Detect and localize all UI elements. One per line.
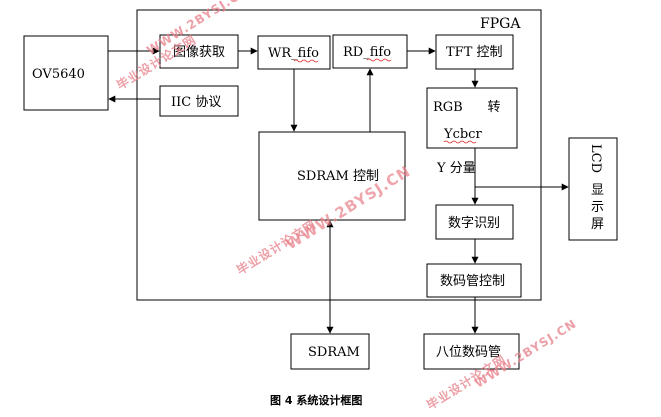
wr-fifo-label: WR_fifo [268,46,319,61]
y-component-label: Y 分量 [436,161,476,176]
digit-recognition-node: 数字识别 [435,204,514,240]
lcd-label-line4: 屏 [591,217,604,232]
segment-control-label: 数码管控制 [440,274,505,289]
image-acquisition-label: 图像获取 [173,45,225,60]
rgb-to-ycbcr-label-line1: RGB 转 [433,100,501,115]
lcd-label-line3: 示 [591,200,604,215]
figure-caption: 图 4 系统设计框图 [270,393,362,407]
tft-control-node: TFT 控制 [435,34,514,70]
rgb-to-ycbcr-label-line2: Ycbcr [443,127,482,142]
ov5640-label: OV5640 [32,67,85,82]
eight-digit-display-label: 八位数码管 [436,345,501,360]
connectors [108,47,569,334]
lcd-label-line1: LCD [588,144,603,173]
rd-fifo-label: RD_fifo [343,45,391,60]
wr-fifo-node: WR_fifo [257,35,331,70]
sdram-node: SDRAM [290,333,370,370]
sdram-control-node: SDRAM 控制 [258,131,406,221]
sdram-control-label: SDRAM 控制 [297,169,379,184]
lcd-label-line2: 显 [591,183,604,198]
iic-protocol-label: IIC 协议 [171,95,221,110]
lcd-display-node: LCD 显 示 屏 [568,137,618,241]
image-acquisition-node: 图像获取 [159,34,239,69]
digit-recognition-label: 数字识别 [448,216,500,231]
eight-digit-display-node: 八位数码管 [423,333,520,370]
segment-control-node: 数码管控制 [426,263,522,298]
rd-fifo-node: RD_fifo [332,34,408,69]
fpga-frame [136,9,542,301]
ov5640-node: OV5640 [23,35,109,111]
sdram-label: SDRAM [308,345,360,360]
iic-protocol-node: IIC 协议 [159,85,239,117]
rgb-to-ycbcr-node: RGB 转 Ycbcr [426,87,518,149]
tft-control-label: TFT 控制 [446,45,503,60]
fpga-label: FPGA [480,16,521,32]
